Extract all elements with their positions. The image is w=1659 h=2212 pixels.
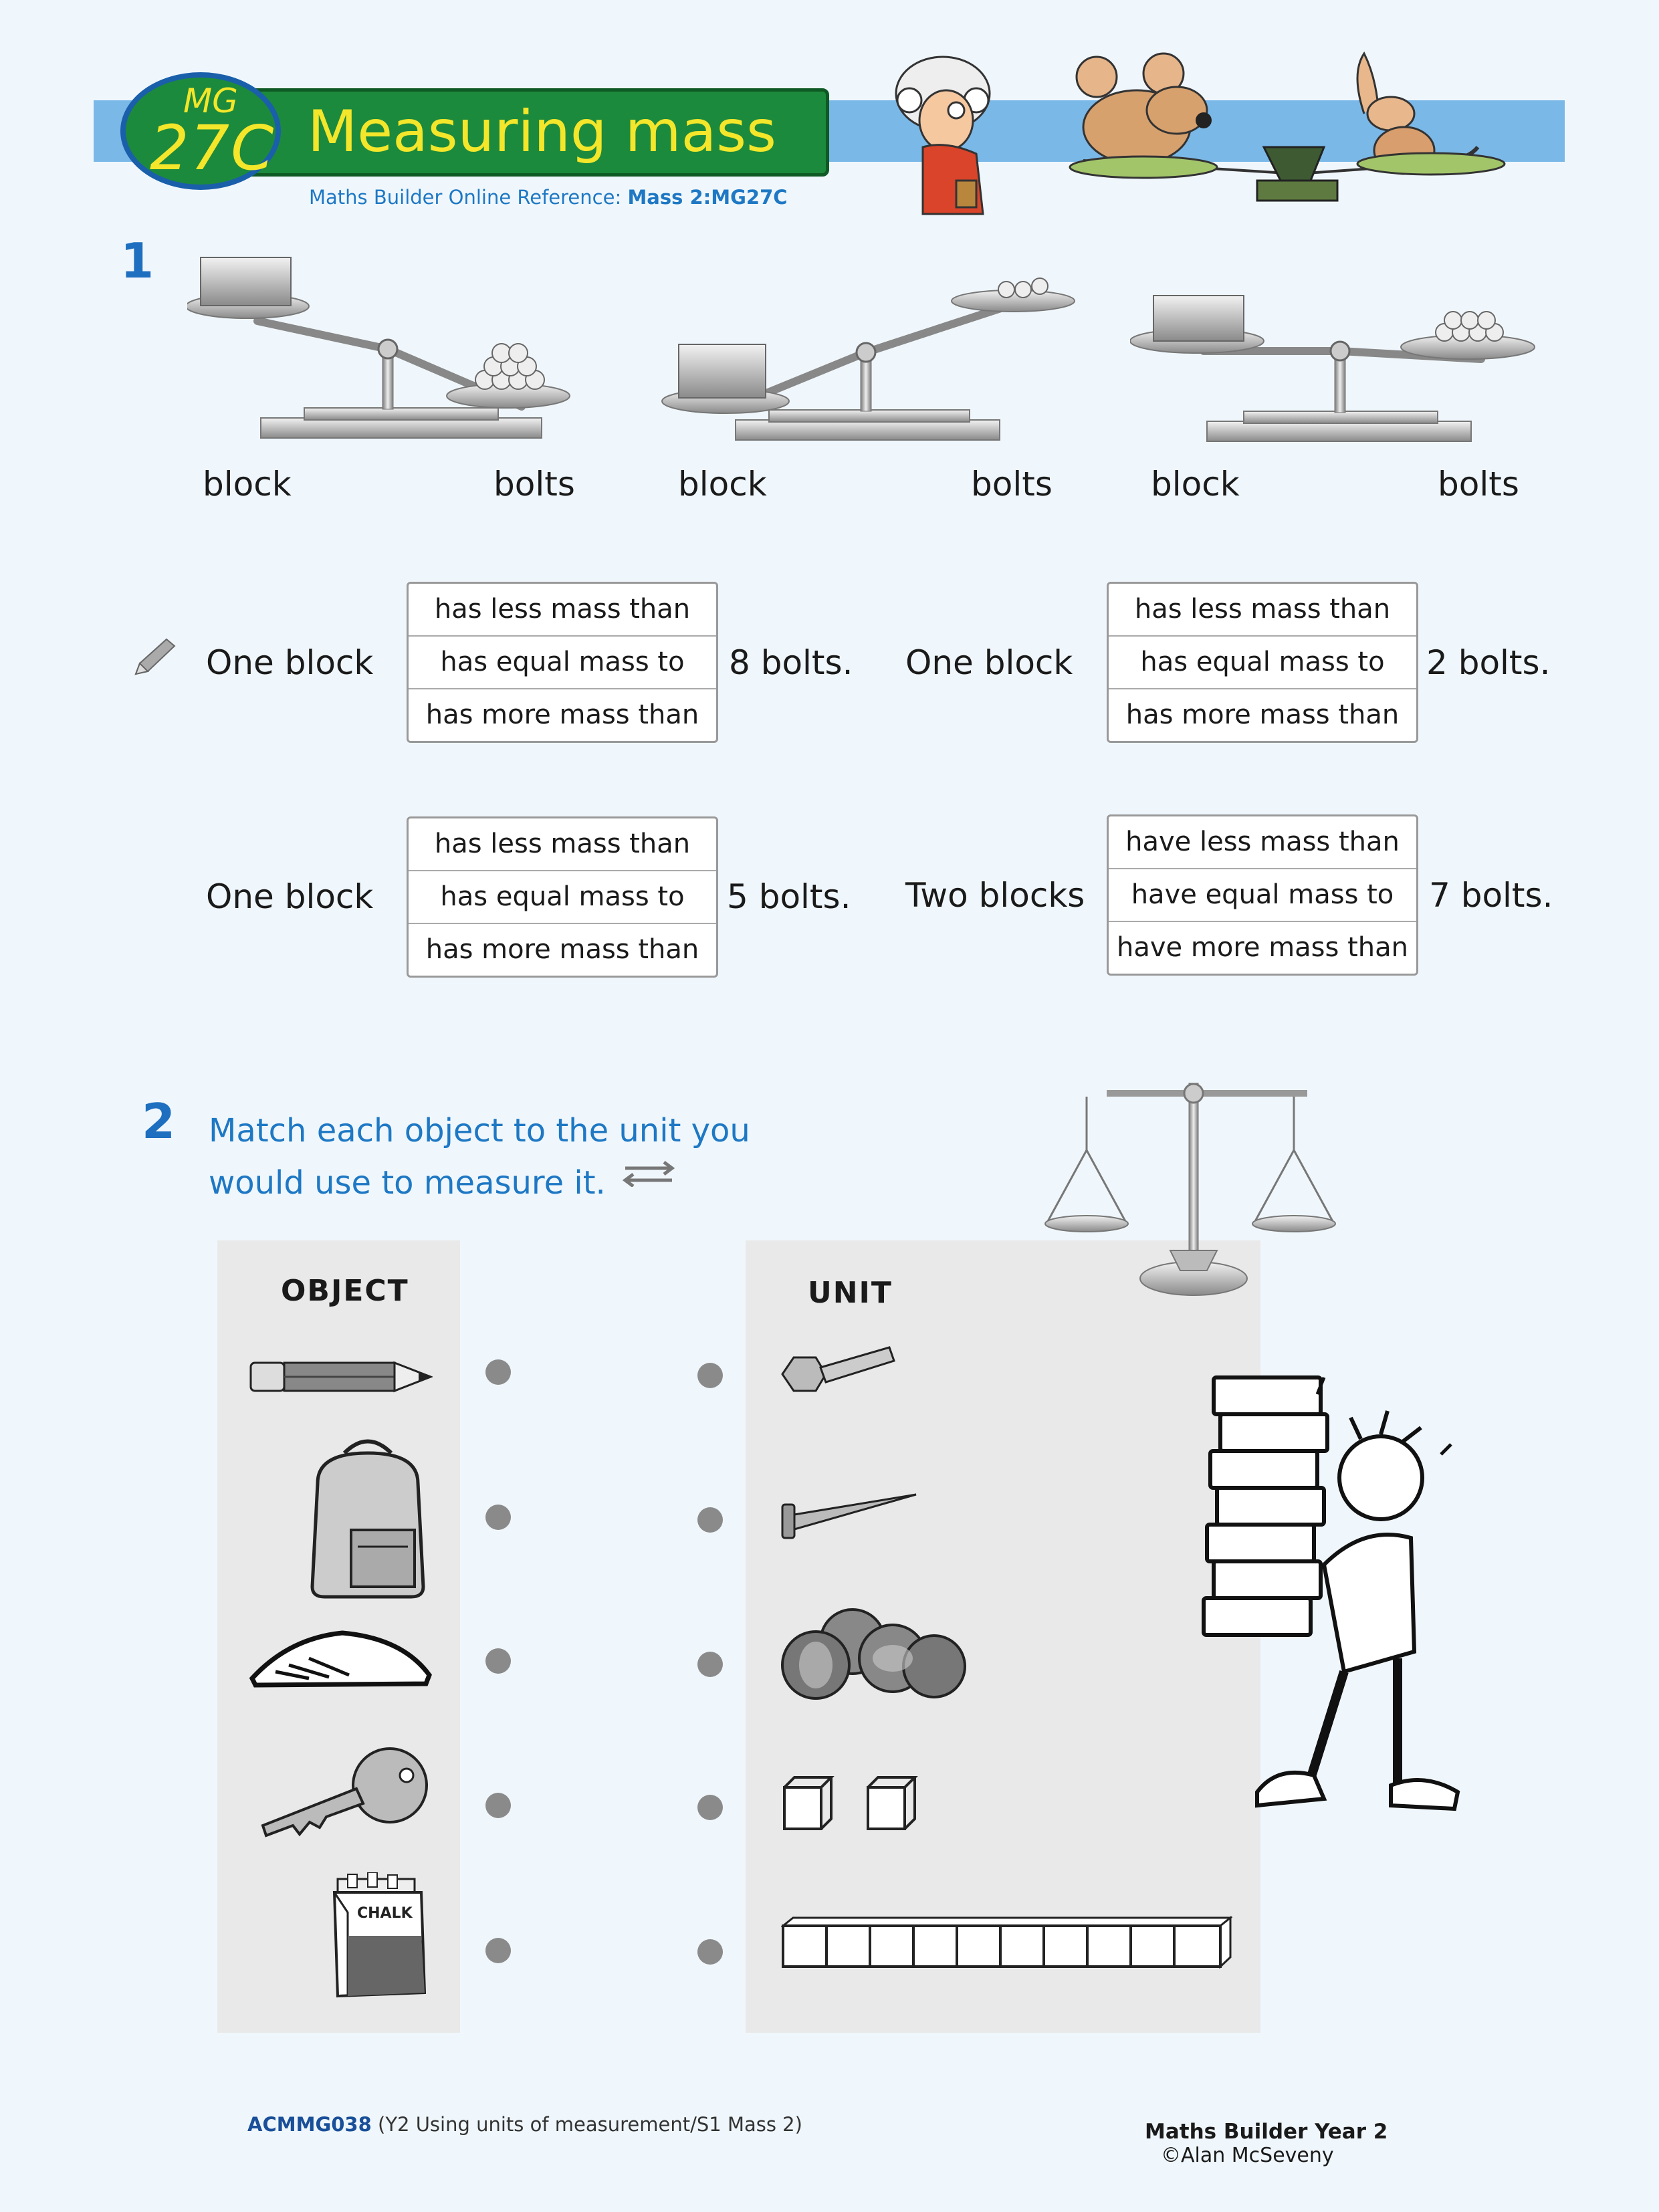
scale-base-step bbox=[768, 409, 970, 423]
right-pan bbox=[446, 383, 570, 409]
bolts-pile-icon bbox=[475, 343, 545, 390]
instruction-line-1: Match each object to the unit you bbox=[209, 1112, 750, 1149]
choice-option[interactable]: has more mass than bbox=[1125, 699, 1400, 730]
bolts-pile-icon bbox=[998, 278, 1048, 298]
statement-3-object: 5 bolts. bbox=[727, 877, 851, 916]
lesson-code-number: 27C bbox=[150, 112, 275, 184]
green-balance-icon bbox=[1069, 146, 1506, 202]
object-column-header: OBJECT bbox=[281, 1274, 409, 1308]
statement-2-choices: has less mass than has equal mass to has… bbox=[1107, 582, 1418, 743]
unit-dot-3[interactable] bbox=[697, 1652, 723, 1677]
block-icon bbox=[200, 257, 292, 306]
unit-dot-5[interactable] bbox=[697, 1939, 723, 1965]
cartoon-balance-illustration bbox=[895, 51, 1506, 215]
scale-base bbox=[1206, 421, 1472, 442]
book-title: Maths Builder Year 2 bbox=[1145, 2120, 1388, 2144]
balance-scale-2 bbox=[661, 278, 1075, 441]
small-cubes-icon bbox=[783, 1776, 918, 1830]
key-icon bbox=[261, 1747, 428, 1838]
object-dot-5[interactable] bbox=[485, 1938, 511, 1963]
statement-4-object: 7 bolts. bbox=[1429, 876, 1553, 915]
choice-option[interactable]: have less mass than bbox=[1109, 816, 1416, 869]
scale-pivot bbox=[1329, 340, 1351, 362]
pencil-instruction-icon bbox=[134, 638, 176, 675]
question-2-instruction: Match each object to the unit you would … bbox=[209, 1105, 750, 1209]
block-icon bbox=[678, 344, 766, 399]
chalk-label: CHALK bbox=[357, 1905, 413, 1922]
rock-icon bbox=[249, 1630, 432, 1688]
man-carrying-blocks-icon bbox=[1202, 1375, 1460, 1811]
statement-2-object: 2 bolts. bbox=[1426, 643, 1551, 682]
statement-2-subject: One block bbox=[905, 643, 1073, 682]
reference-label: Maths Builder Online Reference: bbox=[309, 186, 622, 209]
choice-option[interactable]: have more mass than bbox=[1117, 932, 1408, 963]
curriculum-code-id: ACMMG038 bbox=[247, 2113, 372, 2136]
question-2-number: 2 bbox=[142, 1093, 176, 1149]
statement-1-object: 8 bolts. bbox=[729, 643, 853, 682]
mouse-cartoon-icon bbox=[1075, 52, 1212, 165]
choice-option[interactable]: have equal mass to bbox=[1109, 869, 1416, 922]
question-1-number: 1 bbox=[120, 233, 154, 289]
online-reference: Maths Builder Online Reference: Mass 2:M… bbox=[309, 186, 788, 209]
grey-balance-scale-icon bbox=[1044, 1083, 1336, 1296]
scale-2-right-label: bolts bbox=[971, 465, 1053, 504]
scale-2-left-label: block bbox=[678, 465, 767, 504]
curriculum-code-desc: (Y2 Using units of measurement/S1 Mass 2… bbox=[378, 2113, 802, 2136]
unit-dot-2[interactable] bbox=[697, 1507, 723, 1533]
scale-3-right-label: bolts bbox=[1438, 465, 1519, 504]
choice-option[interactable]: has less mass than bbox=[1109, 584, 1416, 637]
statement-3-choices: has less mass than has equal mass to has… bbox=[407, 816, 718, 978]
unit-column-header: UNIT bbox=[808, 1276, 893, 1310]
choice-option[interactable]: has less mass than bbox=[409, 818, 716, 871]
bolts-pile-icon bbox=[1435, 311, 1504, 342]
scale-1-left-label: block bbox=[203, 465, 292, 504]
scale-3-left-label: block bbox=[1151, 465, 1240, 504]
scale-base bbox=[735, 419, 1000, 441]
statement-1-choices: has less mass than has equal mass to has… bbox=[407, 582, 718, 743]
copyright: ©Alan McSeveny bbox=[1161, 2144, 1334, 2167]
scale-base-step bbox=[304, 407, 499, 421]
bolt-icon bbox=[781, 1346, 895, 1392]
balance-scale-1 bbox=[187, 257, 570, 439]
choice-option[interactable]: has equal mass to bbox=[409, 637, 716, 689]
chalk-box-icon: CHALK bbox=[332, 1872, 427, 1998]
choice-option[interactable]: has equal mass to bbox=[409, 871, 716, 924]
lesson-code-prefix: MG bbox=[183, 82, 238, 120]
curriculum-code: ACMMG038 (Y2 Using units of measurement/… bbox=[247, 2113, 802, 2136]
statement-1-subject: One block bbox=[206, 643, 374, 682]
scale-1-right-label: bolts bbox=[493, 465, 575, 504]
nail-icon bbox=[781, 1493, 917, 1539]
title-bar bbox=[221, 88, 829, 177]
coins-icon bbox=[781, 1608, 966, 1700]
pencil-icon bbox=[249, 1361, 433, 1393]
choice-option[interactable]: has equal mass to bbox=[1109, 637, 1416, 689]
match-arrows-icon bbox=[622, 1161, 675, 1187]
scale-base-step bbox=[1243, 411, 1438, 424]
backpack-icon bbox=[310, 1439, 425, 1599]
object-dot-1[interactable] bbox=[485, 1359, 511, 1385]
choice-option[interactable]: has more mass than bbox=[425, 934, 699, 965]
scale-pivot bbox=[855, 342, 877, 363]
scale-pivot bbox=[377, 338, 399, 360]
statement-3-subject: One block bbox=[206, 877, 374, 916]
instruction-line-2: would use to measure it. bbox=[209, 1164, 606, 1202]
block-row-icon bbox=[781, 1916, 1232, 1969]
statement-4-subject: Two blocks bbox=[905, 876, 1085, 915]
object-dot-2[interactable] bbox=[485, 1505, 511, 1530]
balance-scale-3 bbox=[1130, 295, 1535, 442]
page-title: Measuring mass bbox=[308, 98, 776, 165]
unit-dot-4[interactable] bbox=[697, 1795, 723, 1820]
lesson-code-badge bbox=[120, 72, 281, 190]
unit-dot-1[interactable] bbox=[697, 1363, 723, 1388]
choice-option[interactable]: has less mass than bbox=[409, 584, 716, 637]
judge-cartoon-icon bbox=[895, 56, 991, 215]
object-dot-4[interactable] bbox=[485, 1793, 511, 1818]
block-icon bbox=[1153, 295, 1244, 342]
choice-option[interactable]: has more mass than bbox=[425, 699, 699, 730]
object-dot-3[interactable] bbox=[485, 1648, 511, 1674]
reference-value: Mass 2:MG27C bbox=[627, 186, 788, 209]
statement-4-choices: have less mass than have equal mass to h… bbox=[1107, 814, 1418, 976]
scale-base bbox=[260, 417, 542, 439]
